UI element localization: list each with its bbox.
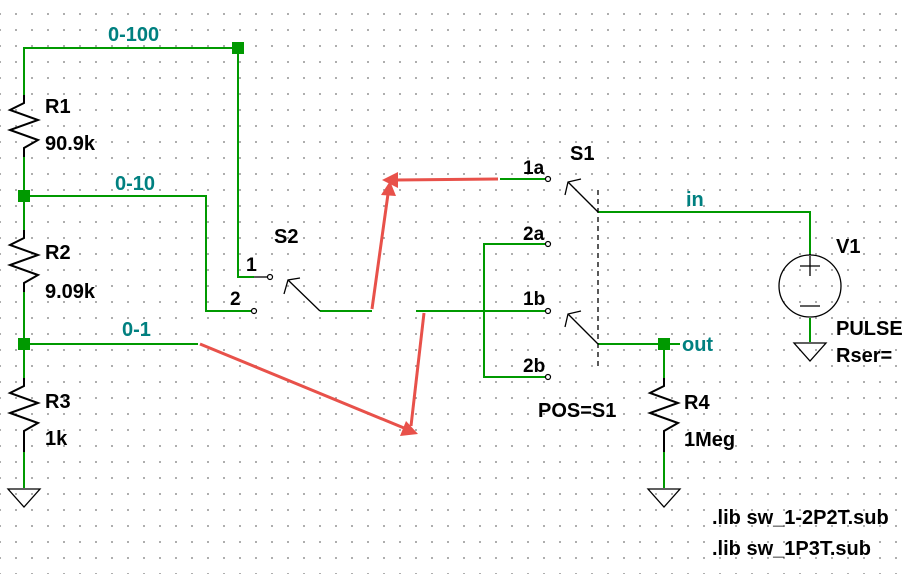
s2-blade [287, 279, 321, 312]
s1-pin-1a-label: 1a [523, 158, 545, 179]
junctions [18, 42, 670, 350]
wire-0-10 [24, 195, 254, 312]
s1-blade-a-tip [564, 178, 582, 196]
wire-in [598, 211, 811, 254]
r3-name: R3 [45, 391, 71, 413]
resistor-r1[interactable] [7, 95, 41, 157]
arrowhead-diag [400, 421, 418, 436]
s1-pin-1b-label: 1b [523, 289, 545, 310]
arrowhead-up [381, 181, 396, 196]
spice-directive-2: .lib sw_1P3T.sub [712, 538, 871, 560]
switch-s2[interactable] [250, 273, 321, 315]
net-label-0-10: 0-10 [115, 173, 155, 195]
s1-name: S1 [570, 143, 594, 165]
r1-name: R1 [45, 96, 71, 118]
v1-value: PULSE [836, 318, 902, 340]
arrow-down [409, 312, 426, 427]
s1-pin-2b [544, 373, 552, 381]
junction-0-10 [18, 190, 30, 202]
r3-value: 1k [45, 428, 68, 450]
s2-name: S2 [274, 226, 298, 248]
resistor-r2[interactable] [7, 230, 41, 292]
wires [23, 47, 811, 488]
spice-directive-1: .lib sw_1-2P2T.sub [712, 507, 889, 529]
annotation-arrows [199, 172, 499, 436]
net-label-0-1: 0-1 [122, 319, 151, 341]
net-label-in: in [686, 189, 704, 211]
s2-pin2-label: 2 [230, 289, 241, 310]
s1-pin-2b-label: 2b [523, 356, 545, 377]
v1-name: V1 [836, 236, 860, 258]
s1-pin-2a [544, 240, 552, 248]
s1-blade-a [567, 181, 599, 213]
s2-pin2 [250, 307, 258, 315]
r4-name: R4 [684, 392, 710, 414]
s2-pin1-label: 1 [246, 255, 257, 276]
r2-value: 9.09k [45, 281, 96, 303]
s1-blade-b-tip [564, 310, 582, 328]
s1-pin-1b [544, 307, 552, 315]
junction-0-1 [18, 338, 30, 350]
s1-blade-b [567, 313, 599, 345]
r2-name: R2 [45, 242, 71, 264]
s1-pin-2a-label: 2a [523, 224, 545, 245]
v1-rser: Rser= [836, 345, 892, 367]
v1-body [778, 254, 842, 318]
r4-value: 1Meg [684, 429, 735, 451]
net-label-0-100: 0-100 [108, 24, 159, 46]
arrow-1a-to-s2 [395, 177, 499, 182]
ground-v1 [792, 342, 828, 362]
junction-0-100 [232, 42, 244, 54]
s2-blade-tip [283, 277, 301, 295]
voltage-source-v1[interactable] [778, 254, 842, 318]
s1-param: POS=S1 [538, 400, 616, 422]
switch-s1[interactable] [544, 175, 599, 381]
r1-value: 90.9k [45, 133, 96, 155]
resistor-r3[interactable] [7, 378, 41, 452]
resistor-r4[interactable] [647, 378, 681, 452]
s2-pin1 [266, 273, 274, 281]
ground-r3 [6, 488, 42, 508]
net-label-out: out [682, 334, 713, 356]
arrow-0-1-diag [199, 342, 405, 430]
ground-r4 [646, 488, 682, 508]
arrow-up [370, 193, 390, 310]
s1-pin-1a [544, 175, 552, 183]
junction-out [658, 338, 670, 350]
arrowhead-1a [382, 172, 398, 188]
